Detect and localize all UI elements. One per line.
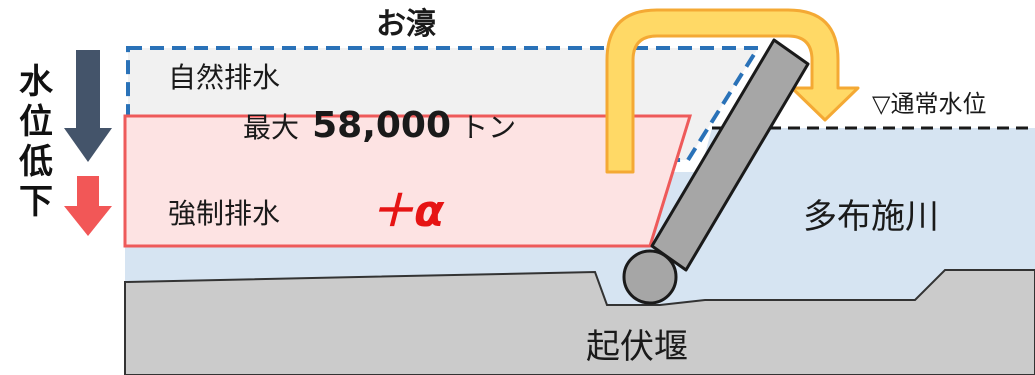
normal-water-level-label: ▽通常水位 (872, 90, 987, 118)
natural-drainage-label: 自然排水 (168, 61, 281, 94)
max-volume: 最大 58,000 トン (243, 108, 516, 144)
weir-plate (650, 38, 810, 272)
forced-drainage-label: 強制排水 (168, 197, 281, 230)
side-char-2: 位 (19, 102, 53, 142)
side-char-3: 低 (19, 142, 53, 182)
moat-title: お濠 (376, 7, 436, 42)
side-char-4: 下 (19, 182, 53, 222)
side-char-1: 水 (19, 62, 53, 102)
max-value: 58,000 (312, 105, 452, 146)
forced-drop-arrow (64, 176, 112, 236)
overflow-arrow (605, 8, 860, 174)
plus-alpha: ＋α (370, 186, 445, 237)
water-level-drop-label: 水 位 低 下 (18, 62, 54, 222)
max-prefix: 最大 (243, 111, 300, 144)
river-name: 多布施川 (803, 197, 939, 237)
weir-hinge (622, 249, 678, 305)
forced-drainage-box (123, 114, 693, 248)
water-drop-arrow (64, 50, 112, 162)
weir-label: 起伏堰 (586, 327, 688, 367)
ground (124, 269, 1035, 375)
max-unit: トン (460, 111, 517, 144)
